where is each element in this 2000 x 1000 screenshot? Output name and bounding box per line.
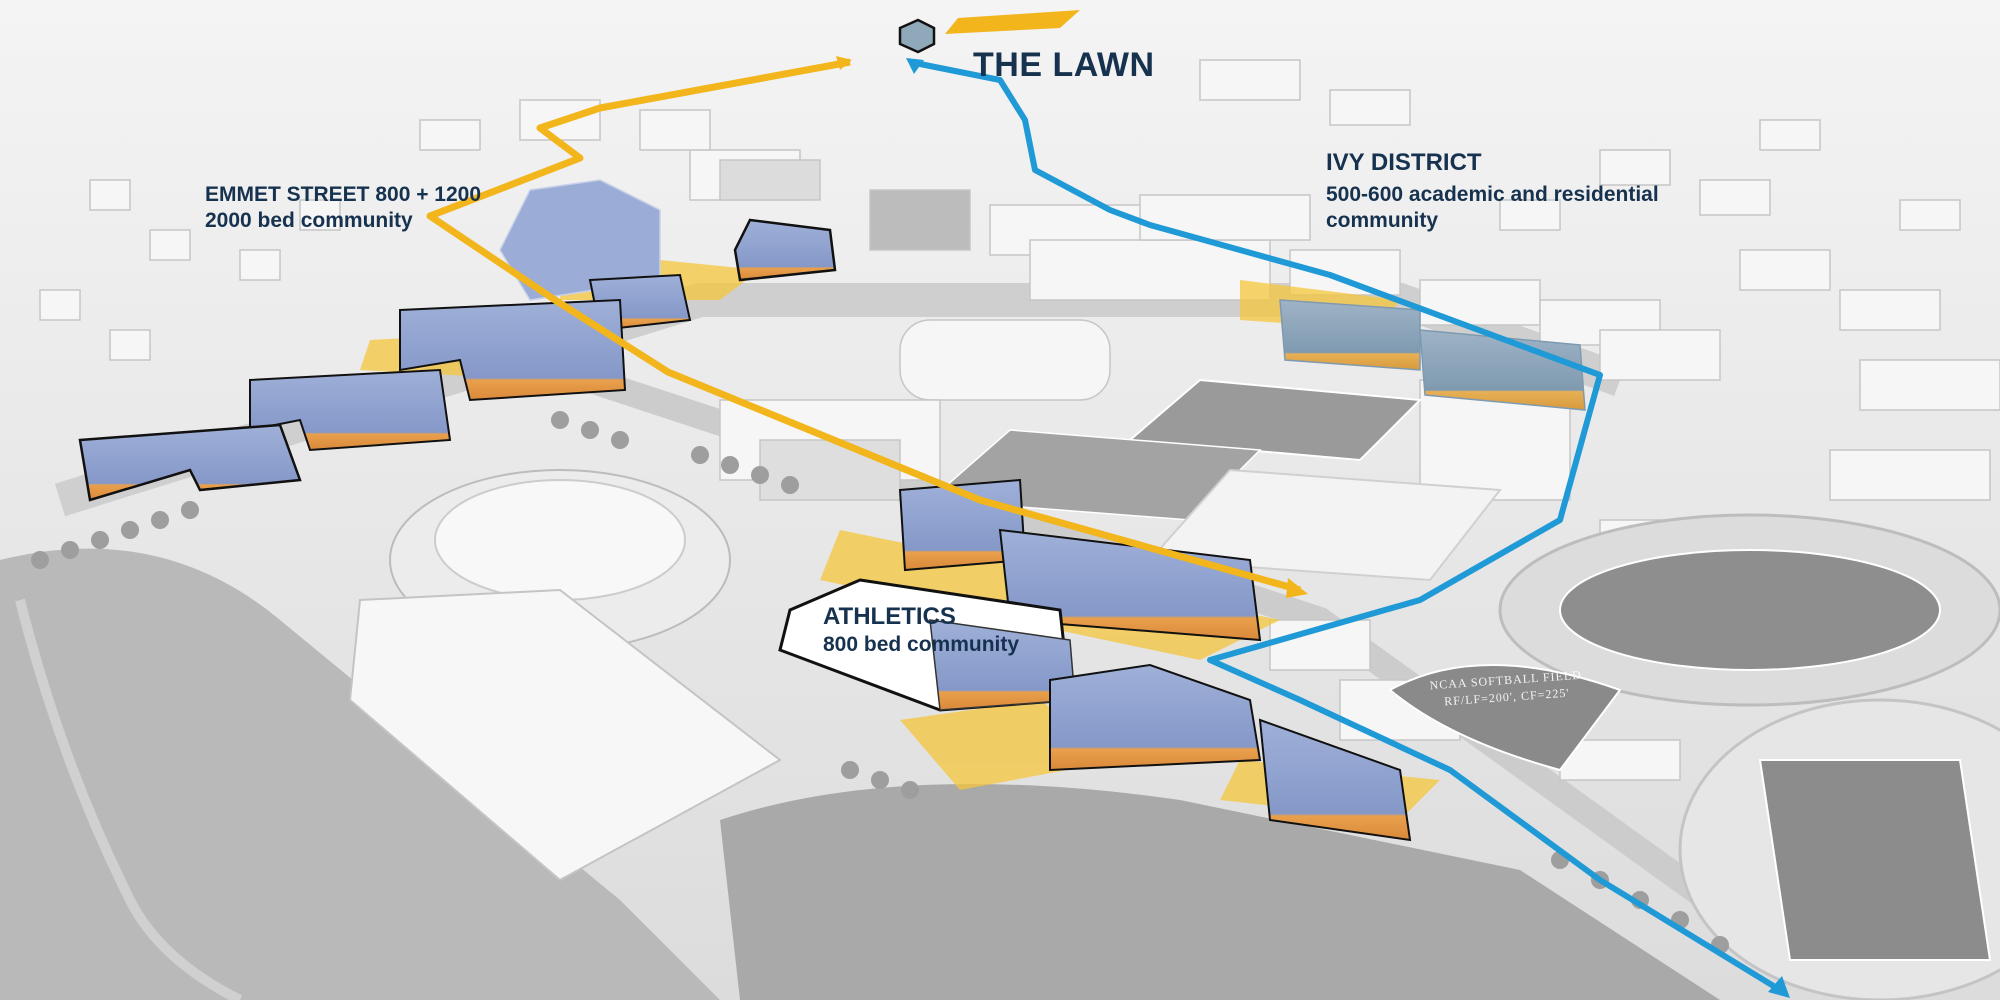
label-ivy-district-sub-1: 500-600 academic and residential	[1326, 183, 1659, 206]
ivy-district-buildings	[1279, 299, 1586, 411]
emmet-building-ne	[733, 218, 837, 282]
blue-route-arrowhead	[1768, 976, 1790, 998]
label-athletics-sub: 800 bed community	[823, 633, 1020, 656]
gold-route-arrowhead	[1286, 578, 1308, 598]
blue-route-arrowhead-north	[906, 58, 924, 74]
label-the-lawn: THE LAWN	[973, 44, 1155, 87]
label-athletics: ATHLETICS 800 bed community	[823, 602, 1019, 658]
practice-field	[1147, 468, 1502, 582]
label-ivy-district-name: IVY DISTRICT	[1326, 149, 1482, 176]
emmet-building-d	[78, 423, 302, 502]
label-ivy-district-sub-2: community	[1326, 209, 1439, 233]
wooded-area-south	[720, 784, 1720, 1000]
athletics-building-d	[1049, 663, 1262, 772]
ivy-building-a	[1279, 299, 1421, 371]
lawn-gold-bar	[945, 10, 1080, 34]
soccer-field-north	[1127, 378, 1423, 462]
athletics-building-e	[1258, 718, 1412, 842]
label-emmet-street: EMMET STREET 800 + 1200 2000 bed communi…	[205, 182, 481, 235]
label-the-lawn-name: THE LAWN	[973, 46, 1155, 84]
gold-route	[426, 58, 1301, 594]
emmet-building-b	[399, 298, 627, 402]
ivy-building-b	[1419, 329, 1586, 411]
stadium-field	[1758, 759, 1992, 961]
track-infield	[1559, 549, 1941, 671]
blue-route	[909, 59, 1782, 993]
lawn-rotunda-marker	[898, 18, 936, 54]
arena-parking-deck	[348, 588, 782, 882]
label-emmet-street-name: EMMET STREET 800 + 1200	[205, 183, 482, 206]
softball-field	[1388, 664, 1622, 772]
gold-route-arrowhead-north	[836, 56, 852, 70]
label-athletics-name: ATHLETICS	[823, 603, 956, 630]
wooded-area-southwest	[0, 548, 720, 1000]
creek	[15, 598, 243, 1000]
label-emmet-street-sub: 2000 bed community	[205, 209, 413, 233]
label-ivy-district: IVY DISTRICT 500-600 academic and reside…	[1326, 148, 1659, 235]
emmet-street-buildings	[78, 179, 837, 502]
